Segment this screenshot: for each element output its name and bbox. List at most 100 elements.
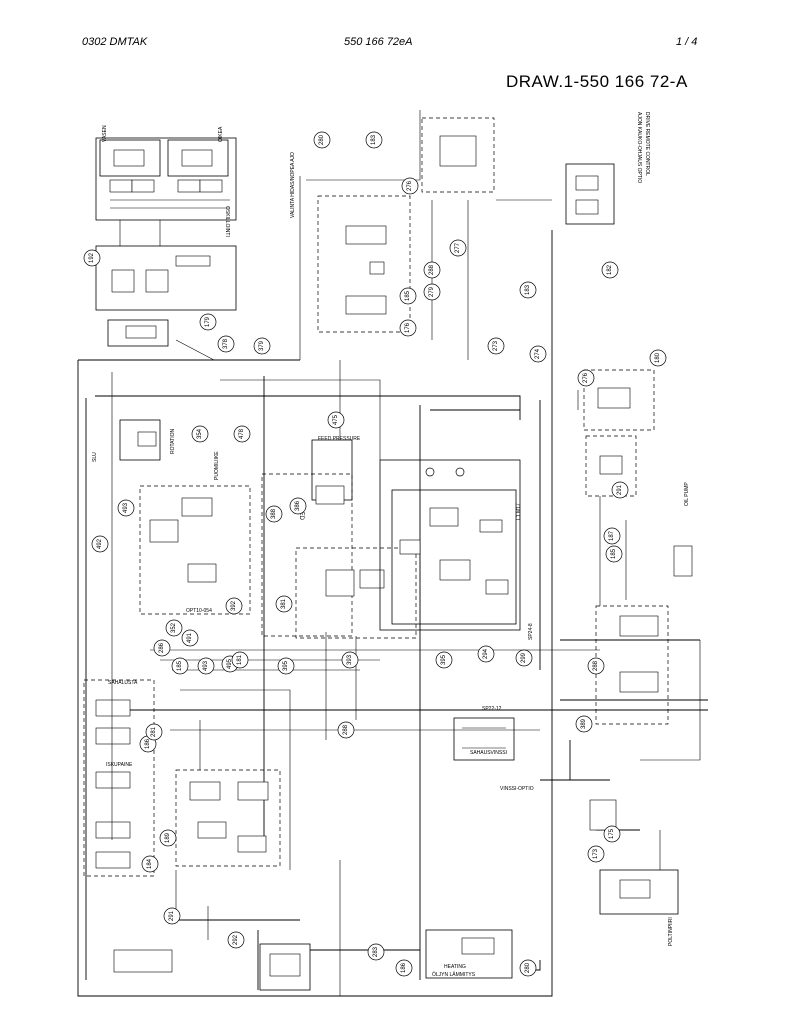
driving-valve: VALINTA HIDAS/NOPEA AJO bbox=[290, 152, 411, 333]
callout-label: 179 bbox=[205, 316, 211, 327]
callout-circle bbox=[277, 657, 295, 675]
callout-bubble: 279 bbox=[423, 283, 441, 301]
callout-label: 184 bbox=[147, 858, 153, 869]
label-sp22: SP22-12 bbox=[482, 706, 502, 712]
callout-label: 183 bbox=[371, 134, 377, 145]
winch-box: SAHAUSVINSSI SP22-12 SP24-8 VINSSI-OPTIO bbox=[453, 623, 534, 792]
callout-circle bbox=[83, 249, 101, 267]
callout-bubble: 386 bbox=[289, 497, 307, 515]
rotation-valve: ROTATION SLU bbox=[92, 419, 176, 462]
callout-label: 183 bbox=[525, 284, 531, 295]
callout-bubble: 492 bbox=[91, 535, 109, 553]
callout-label: 192 bbox=[89, 252, 95, 263]
callout-label: 186 bbox=[145, 738, 151, 749]
callout-circle bbox=[217, 335, 235, 353]
callout-label: 291 bbox=[617, 484, 623, 495]
header-part-number: 550 166 72eA bbox=[344, 36, 413, 48]
callout-bubble: 291 bbox=[163, 907, 181, 925]
callout-label: 352 bbox=[171, 622, 177, 633]
callout-bubble: 184 bbox=[141, 855, 159, 873]
callout-bubble: 388 bbox=[265, 505, 283, 523]
label-sp24: SP24-8 bbox=[528, 623, 534, 640]
left-bottom-valve-stack: SAHALUSTA ISKUPAINE bbox=[83, 679, 155, 877]
callout-bubble: 288 bbox=[587, 657, 605, 675]
callout-bubble: 389 bbox=[575, 715, 593, 733]
callout-label: 386 bbox=[295, 500, 301, 511]
label-oljyn-lammitys: ÖLJYN LÄMMITYS bbox=[432, 971, 476, 978]
callout-circle bbox=[253, 337, 271, 355]
callout-bubble: 288 bbox=[337, 721, 355, 739]
callout-circle bbox=[327, 411, 345, 429]
callout-label: 283 bbox=[373, 946, 379, 957]
callout-bubble: 176 bbox=[399, 319, 417, 337]
callout-label: 281 bbox=[151, 726, 157, 737]
callout-circle bbox=[395, 959, 413, 977]
center-bottom-valve-group bbox=[175, 769, 281, 867]
label-ajon-kauko: AJON KAUKO-OHJAUS OPTIO bbox=[636, 112, 642, 183]
callout-circle bbox=[341, 651, 359, 669]
callout-bubble: 478 bbox=[233, 425, 251, 443]
callout-bubble: 173 bbox=[587, 845, 605, 863]
callout-circle bbox=[423, 261, 441, 279]
callout-bubble: 273 bbox=[487, 337, 505, 355]
label-heating: HEATING bbox=[444, 964, 466, 970]
main-valve-block: L1 M17 bbox=[379, 459, 522, 631]
callout-label: 395 bbox=[283, 660, 289, 671]
callout-bubble: 182 bbox=[601, 261, 619, 279]
callout-label: 478 bbox=[239, 428, 245, 439]
callout-label: 294 bbox=[483, 648, 489, 659]
callout-bubble: 392 bbox=[225, 597, 243, 615]
label-oil-pump: OIL PUMP bbox=[684, 482, 690, 506]
callout-label: 189 bbox=[165, 832, 171, 843]
callout-circle bbox=[171, 657, 189, 675]
callout-circle bbox=[529, 345, 547, 363]
callout-label: 475 bbox=[333, 414, 339, 425]
callout-circle bbox=[519, 959, 537, 977]
callout-label: 493 bbox=[123, 502, 129, 513]
callout-label: 181 bbox=[237, 654, 243, 665]
callout-label: 291 bbox=[169, 910, 175, 921]
callout-label: 491 bbox=[187, 632, 193, 643]
label-iskupaine: ISKUPAINE bbox=[106, 762, 133, 768]
callout-circle bbox=[199, 313, 217, 331]
right-side-panel: POLTINPIIRI OIL PUMP bbox=[583, 369, 693, 946]
callout-label: 395 bbox=[441, 654, 447, 665]
callout-circle bbox=[231, 651, 249, 669]
label-oskillointi: OSKILLOINTI bbox=[224, 206, 230, 237]
callout-bubble: 185 bbox=[605, 545, 623, 563]
callout-label: 274 bbox=[535, 348, 541, 359]
callout-label: 273 bbox=[493, 340, 499, 351]
callout-label: 276 bbox=[583, 372, 589, 383]
callout-circle bbox=[159, 829, 177, 847]
header-document-code: 0302 DMTAK bbox=[82, 36, 148, 48]
callout-circle bbox=[649, 349, 667, 367]
callout-circle bbox=[435, 651, 453, 669]
callout-label: 299 bbox=[521, 652, 527, 663]
bottom-left-actuator bbox=[113, 943, 311, 991]
svg-text:OIKEA: OIKEA bbox=[218, 126, 224, 142]
callout-bubble: 491 bbox=[181, 629, 199, 647]
callout-circle bbox=[423, 283, 441, 301]
callout-circle bbox=[233, 425, 251, 443]
top-left-actuator-group: VASEN OIKEA bbox=[95, 125, 237, 246]
label-drive-remote: DRIVE REMOTE CONTROL bbox=[644, 112, 650, 176]
callout-bubble: 281 bbox=[145, 723, 163, 741]
boom-movement-valve: PUOMILIIKE OPT10-054 bbox=[139, 451, 251, 615]
callout-circle bbox=[145, 723, 163, 741]
callout-label: 495 bbox=[227, 658, 233, 669]
mid-left-valve bbox=[107, 319, 169, 347]
callout-label: 288 bbox=[593, 660, 599, 671]
callout-label: 292 bbox=[233, 934, 239, 945]
callout-label: 392 bbox=[231, 600, 237, 611]
callout-circle bbox=[275, 595, 293, 613]
callout-circle bbox=[603, 527, 621, 545]
callout-label: 185 bbox=[177, 660, 183, 671]
callout-bubble: 183 bbox=[365, 131, 383, 149]
callout-bubble: 378 bbox=[217, 335, 235, 353]
callout-bubble: 187 bbox=[603, 527, 621, 545]
callout-label: 185 bbox=[611, 548, 617, 559]
callout-label: 175 bbox=[609, 828, 615, 839]
callout-label: 280 bbox=[525, 962, 531, 973]
callout-circle bbox=[191, 425, 209, 443]
label-valinta: VALINTA HIDAS/NOPEA AJO bbox=[290, 152, 296, 218]
